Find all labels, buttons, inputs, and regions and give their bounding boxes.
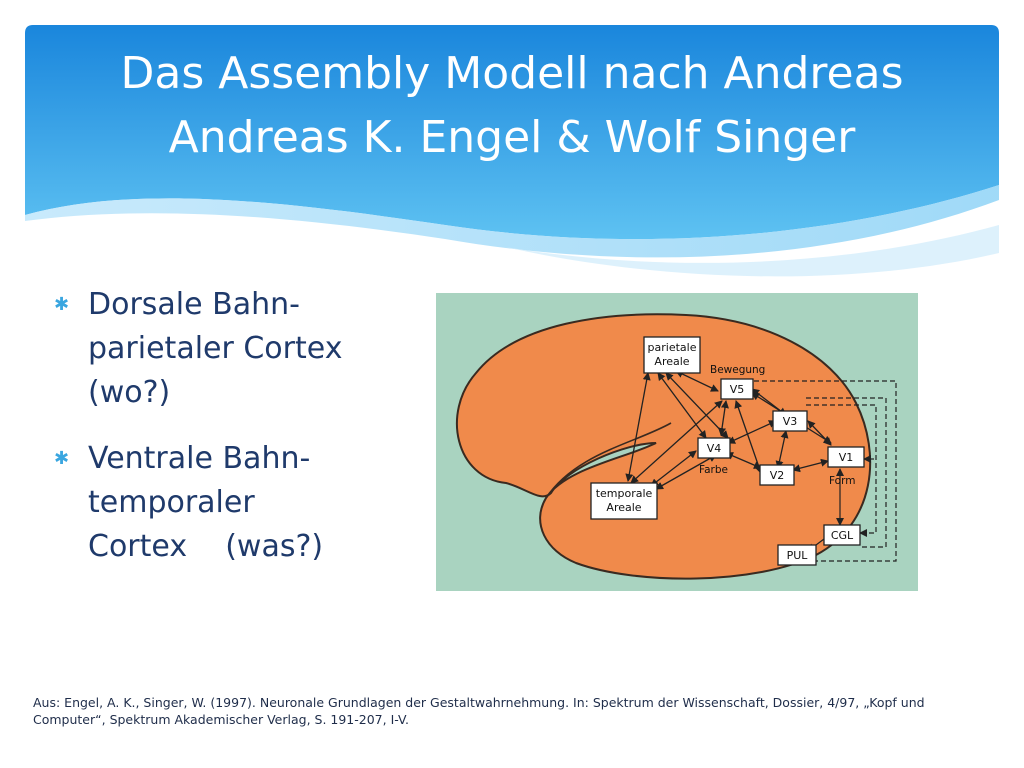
box-temporal-line1: temporale	[596, 487, 653, 500]
box-v1	[827, 446, 865, 468]
title-line-2: Andreas K. Engel & Wolf Singer	[168, 112, 856, 163]
bullet-line: Ventrale Bahn-	[88, 441, 311, 476]
box-v3-label: V3	[783, 415, 798, 428]
bullet-list: ✱ Dorsale Bahn- parietaler Cortex (wo?) …	[52, 283, 392, 591]
box-v2-label: V2	[770, 469, 785, 482]
label-farbe: Farbe	[699, 464, 728, 476]
label-form: Form	[829, 475, 855, 487]
label-bewegung: Bewegung	[710, 364, 765, 376]
visual-pathway-diagram: parietale Areale V5 V3 V4 V2 V1 temporal…	[436, 293, 918, 591]
box-v1-label: V1	[839, 451, 854, 464]
box-v5-label: V5	[730, 383, 745, 396]
box-v4-label: V4	[707, 442, 722, 455]
box-pul-label: PUL	[787, 549, 809, 562]
box-temporal-line2: Areale	[606, 501, 641, 514]
bullet-item-dorsal: ✱ Dorsale Bahn- parietaler Cortex (wo?)	[52, 283, 392, 415]
box-parietal-line2: Areale	[654, 355, 689, 368]
asterisk-bullet-icon: ✱	[54, 294, 70, 315]
box-temporal	[590, 482, 658, 520]
box-parietal	[643, 336, 701, 374]
header-banner	[25, 25, 999, 285]
box-cgl	[823, 524, 861, 546]
bullet-line: temporaler	[88, 485, 255, 520]
box-cgl-label: CGL	[831, 529, 854, 542]
box-v4	[697, 437, 731, 459]
box-parietal-line1: parietale	[648, 341, 697, 354]
citation-line-2: Computer“, Spektrum Akademischer Verlag,…	[33, 712, 409, 727]
box-v5	[720, 378, 754, 400]
bullet-line: Dorsale Bahn-	[88, 287, 300, 322]
bullet-line: (wo?)	[88, 375, 171, 410]
bullet-line: parietaler Cortex	[88, 331, 343, 366]
box-v3	[772, 410, 808, 432]
title-line-1: Das Assembly Modell nach Andreas	[120, 48, 904, 99]
asterisk-bullet-icon: ✱	[54, 448, 70, 469]
box-v2	[759, 464, 795, 486]
citation-line-1: Aus: Engel, A. K., Singer, W. (1997). Ne…	[33, 695, 925, 710]
box-pul	[777, 544, 817, 566]
bullet-line: Cortex (was?)	[88, 529, 324, 564]
slide-title: Das Assembly Modell nach Andreas Andreas…	[25, 42, 999, 170]
bullet-item-ventral: ✱ Ventrale Bahn- temporaler Cortex (was?…	[52, 437, 392, 569]
source-citation: Aus: Engel, A. K., Singer, W. (1997). Ne…	[33, 694, 933, 728]
